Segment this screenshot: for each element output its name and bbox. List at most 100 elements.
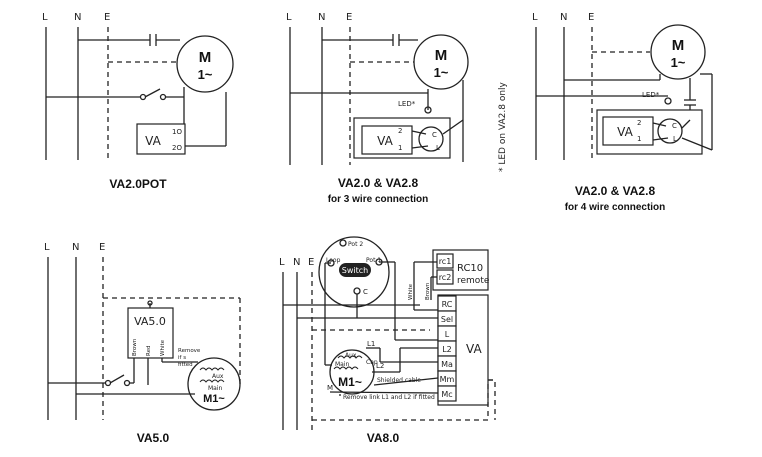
terminal-label: Sel: [441, 315, 453, 324]
motor-label: M1~: [338, 375, 362, 389]
motor-letter: M: [435, 47, 448, 64]
pin-2o: 2O: [172, 144, 182, 152]
motor-m-label: M: [327, 384, 333, 392]
pot-c-label: C: [363, 288, 368, 296]
terminal-label: Ma: [441, 360, 453, 369]
diagram-va20pot: L N E M 1~ VA 1O 2O VA2.0POT: [42, 12, 234, 191]
wire-white-label: White: [408, 283, 414, 300]
rc1-terminal: [436, 253, 454, 269]
rail-n-label: N: [74, 12, 81, 23]
motor-tilde: 1~: [434, 65, 449, 80]
pin-2: 2: [637, 119, 641, 127]
caption-va20pot: VA2.0POT: [109, 177, 167, 191]
rail-l-label: L: [44, 242, 50, 253]
control-knob: [418, 126, 444, 152]
motor-symbol: [650, 24, 706, 80]
va80-label: VA: [466, 342, 482, 356]
pin-c: C: [672, 122, 677, 130]
led-label: LED*: [642, 91, 660, 99]
subcaption-3-wire: for 3 wire connection: [328, 194, 429, 205]
rail-l-label: L: [286, 12, 292, 23]
wire-white: White: [160, 339, 166, 356]
terminal-mc: [437, 385, 457, 402]
rail-e-label: E: [308, 257, 314, 268]
motor-tilde: 1~: [671, 55, 686, 70]
va-box: [361, 125, 413, 155]
rail-e-label: E: [104, 12, 110, 23]
rail-l-label: L: [42, 12, 48, 23]
pin-l: L: [436, 144, 440, 152]
pot2-label: Pot 2: [348, 241, 363, 248]
va-box: [602, 116, 654, 146]
terminal-label: L2: [442, 345, 452, 354]
control-knob: [657, 118, 683, 144]
rail-e-label: E: [346, 12, 352, 23]
terminal-label: Mc: [441, 390, 452, 399]
rail-n-label: N: [560, 12, 567, 23]
va-box: [136, 123, 186, 155]
pot1-label: Pot 1: [366, 257, 381, 264]
l2-label: L2: [376, 362, 384, 370]
wire-brown: Brown: [132, 338, 138, 356]
aux-label: Aux: [212, 373, 224, 380]
va-label: VA: [377, 134, 393, 148]
switch-label: Switch: [342, 266, 368, 275]
rc2-label: rc2: [439, 273, 452, 282]
main-label: Main: [208, 385, 223, 392]
pin-1: 1: [398, 144, 402, 152]
va50-box: [127, 307, 174, 359]
motor-symbol: [187, 357, 241, 411]
diagram-va80: L N E Pot 2 Loop Pot 1 Switch C rc1 rc2: [279, 236, 496, 445]
led-note: * LED on VA2.8 only: [498, 81, 508, 172]
caption-va80: VA8.0: [367, 431, 400, 445]
wire-red: Red: [146, 346, 152, 356]
loop-label: Loop: [326, 257, 341, 264]
va80-terminals: RC Sel L L2 Ma Mm Mc: [437, 295, 457, 402]
subcaption-4-wire: for 4 wire connection: [565, 202, 666, 213]
motor-symbol: [176, 35, 234, 93]
fitted-label: fitted: [178, 362, 193, 368]
switch-pot: [318, 236, 390, 308]
motor-symbol: [413, 34, 469, 90]
led-label: LED*: [398, 100, 416, 108]
pin-2: 2: [398, 127, 402, 135]
rc10-label: RC10: [457, 263, 483, 274]
motor-tilde: 1~: [198, 67, 213, 82]
terminal-label: RC: [442, 300, 453, 309]
shielded-cable-label: Shielded cable: [377, 377, 421, 384]
pin-c: C: [432, 131, 437, 139]
caption-4-wire: VA2.0 & VA2.8: [575, 184, 656, 198]
wire-brown-label: Brown: [425, 282, 431, 300]
rail-e-label: E: [99, 242, 105, 253]
diagram-4-wire: L N E M 1~ LED* VA 2 1 C L VA2.0 & VA2.8…: [532, 12, 713, 213]
cap-label: Cap: [366, 359, 378, 366]
diagram-3-wire: L N E M 1~ LED* VA 2 1 C L VA2.0 & VA2.8…: [286, 12, 469, 205]
remove-link-label: Remove link L1 and L2 if fitted: [343, 394, 435, 401]
l1-label: L1: [367, 340, 375, 348]
caption-3-wire: VA2.0 & VA2.8: [338, 176, 419, 190]
caption-va50: VA5.0: [137, 431, 170, 445]
motor-letter: M: [199, 49, 212, 66]
va-label: VA: [145, 134, 161, 148]
main-label: Main: [335, 361, 350, 368]
va50-box-label: VA5.0: [134, 315, 166, 328]
rail-n-label: N: [72, 242, 79, 253]
rail-n-label: N: [318, 12, 325, 23]
remote-label: remote: [457, 276, 490, 286]
aux-label: Aux: [345, 352, 357, 359]
pin-l: L: [673, 135, 677, 143]
terminal-label: L: [445, 330, 450, 339]
motor-label: M1~: [203, 393, 225, 405]
switch-pill: [339, 263, 371, 277]
va-label: VA: [617, 125, 633, 139]
terminal-label: Mm: [440, 375, 455, 384]
remove-label: Remove: [178, 348, 201, 354]
pin-1: 1: [637, 135, 641, 143]
diagram-va50: L N E VA5.0 Brown Red White Remove if s …: [44, 242, 241, 445]
rc1-label: rc1: [439, 257, 452, 266]
rail-l-label: L: [279, 257, 285, 268]
rail-e-label: E: [588, 12, 594, 23]
motor-letter: M: [672, 37, 685, 54]
if-s-label: if s: [178, 355, 186, 361]
